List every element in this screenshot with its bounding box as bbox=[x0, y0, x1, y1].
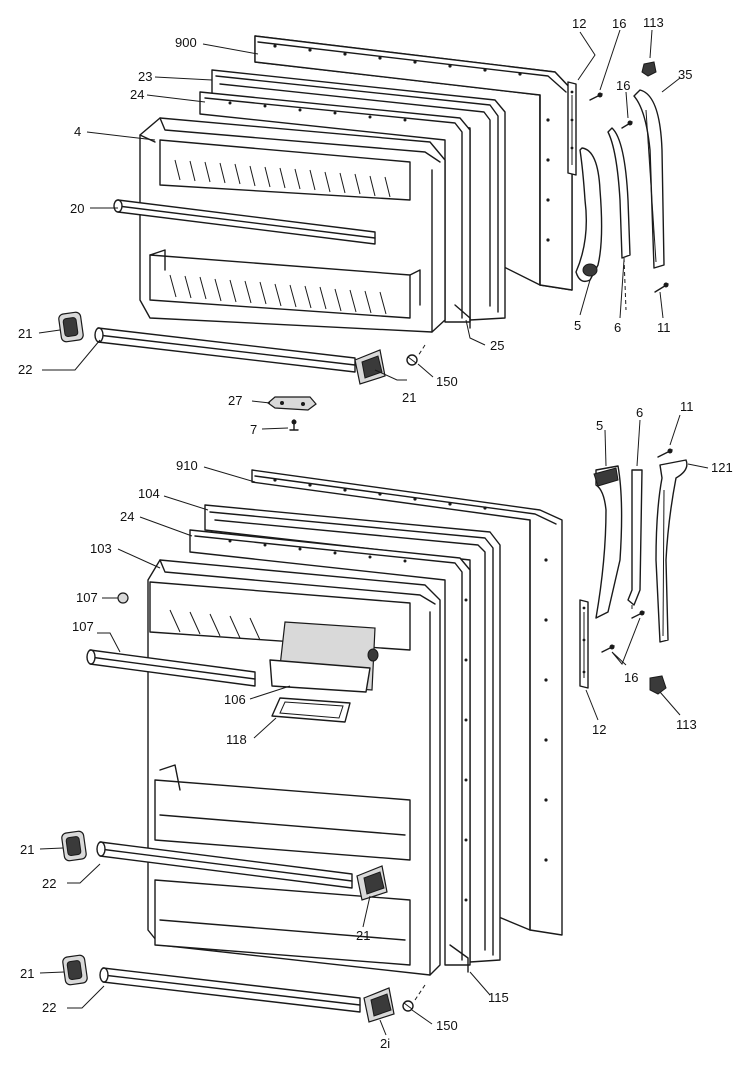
upper-outer-door-panel bbox=[254, 35, 573, 291]
lower-handle-5 bbox=[593, 465, 623, 619]
label-21-lower-d: 2i bbox=[380, 1036, 390, 1051]
lower-screw-150 bbox=[402, 984, 426, 1012]
lower-end-cap-21d bbox=[363, 987, 395, 1023]
lower-breaker-strip bbox=[189, 529, 471, 966]
leader-lines bbox=[38, 29, 709, 1036]
lower-trim-6 bbox=[627, 469, 643, 612]
label-5-lower: 5 bbox=[596, 418, 603, 433]
part-labels: 900 23 24 4 20 21 22 27 7 21 150 25 12 1… bbox=[18, 15, 733, 1051]
upper-breaker-strip bbox=[199, 91, 471, 323]
lower-door-rivets bbox=[273, 478, 548, 862]
upper-hinge-strip-12 bbox=[567, 81, 577, 176]
lower-end-cap-21a bbox=[61, 830, 87, 862]
lower-end-cap-21c bbox=[62, 954, 88, 986]
label-25: 25 bbox=[490, 338, 504, 353]
upper-door-assembly bbox=[58, 35, 669, 431]
upper-trim-6 bbox=[607, 127, 631, 311]
upper-screw-150 bbox=[406, 344, 426, 366]
label-118: 118 bbox=[226, 732, 247, 747]
lower-shelf-bar-107 bbox=[86, 649, 256, 687]
label-11-upper: 11 bbox=[657, 320, 671, 335]
label-16-upper-a: 16 bbox=[612, 16, 626, 31]
lower-plug-107 bbox=[117, 592, 129, 604]
label-22-lower-b: 22 bbox=[42, 1000, 56, 1015]
label-23: 23 bbox=[138, 69, 152, 84]
upper-screw-11 bbox=[654, 282, 669, 293]
lower-screws-16 bbox=[601, 610, 645, 653]
upper-bracket-27 bbox=[267, 396, 317, 411]
label-106: 106 bbox=[224, 692, 246, 707]
label-12-lower: 12 bbox=[592, 722, 606, 737]
lower-door-assembly bbox=[61, 448, 688, 1023]
lower-dairy-door bbox=[269, 621, 379, 693]
label-16-upper-b: 16 bbox=[616, 78, 630, 93]
label-24-upper: 24 bbox=[130, 87, 144, 102]
label-7: 7 bbox=[250, 422, 257, 437]
lower-door-bar-22a bbox=[96, 841, 353, 889]
upper-end-cap-right bbox=[354, 349, 386, 385]
upper-cap-113 bbox=[641, 61, 657, 77]
lower-screw-11 bbox=[657, 448, 673, 458]
upper-bottom-door-bar bbox=[94, 327, 356, 373]
upper-door-rivets bbox=[273, 44, 550, 242]
label-12-upper: 12 bbox=[572, 16, 586, 31]
label-115: 115 bbox=[488, 990, 509, 1005]
upper-handle-5 bbox=[575, 147, 603, 283]
label-20: 20 bbox=[70, 201, 84, 216]
label-121: 121 bbox=[711, 460, 733, 475]
label-900: 900 bbox=[175, 35, 197, 50]
label-24-lower: 24 bbox=[120, 509, 134, 524]
label-6-lower: 6 bbox=[636, 405, 643, 420]
upper-screw-16b bbox=[621, 120, 633, 129]
label-21-lower-c: 21 bbox=[20, 966, 34, 981]
lower-cap-113 bbox=[649, 675, 667, 695]
upper-handle-35 bbox=[633, 89, 665, 269]
label-35: 35 bbox=[678, 67, 692, 82]
label-21-lower-b: 21 bbox=[356, 928, 370, 943]
lower-door-bar-22b bbox=[99, 967, 361, 1013]
lower-hinge-strip-12 bbox=[579, 599, 589, 689]
label-150-lower: 150 bbox=[436, 1018, 458, 1033]
label-150-upper: 150 bbox=[436, 374, 458, 389]
label-107-plug: 107 bbox=[76, 590, 98, 605]
label-107-bar: 107 bbox=[72, 619, 94, 634]
label-16-lower: 16 bbox=[624, 670, 638, 685]
label-103: 103 bbox=[90, 541, 112, 556]
label-104: 104 bbox=[138, 486, 160, 501]
lower-end-cap-21b bbox=[356, 865, 388, 901]
upper-screw-16a bbox=[589, 92, 603, 101]
lower-egg-tray bbox=[271, 697, 351, 723]
label-21-upper-right: 21 bbox=[402, 390, 416, 405]
upper-screw-7 bbox=[289, 419, 299, 431]
label-21-lower-a: 21 bbox=[20, 842, 34, 857]
label-113-lower: 113 bbox=[676, 717, 697, 732]
label-22-lower-a: 22 bbox=[42, 876, 56, 891]
lower-handle-121 bbox=[655, 459, 688, 643]
label-4: 4 bbox=[74, 124, 81, 139]
label-113-upper: 113 bbox=[643, 15, 664, 30]
label-22-upper: 22 bbox=[18, 362, 32, 377]
label-21-upper-left: 21 bbox=[18, 326, 32, 341]
upper-hinge-trim bbox=[454, 304, 471, 329]
label-27: 27 bbox=[228, 393, 242, 408]
label-910: 910 bbox=[176, 458, 198, 473]
lower-hinge-trim-115 bbox=[449, 944, 469, 973]
label-11-lower: 11 bbox=[680, 399, 694, 414]
upper-end-cap-left bbox=[58, 311, 84, 343]
label-6-upper: 6 bbox=[614, 320, 621, 335]
label-5-upper: 5 bbox=[574, 318, 581, 333]
